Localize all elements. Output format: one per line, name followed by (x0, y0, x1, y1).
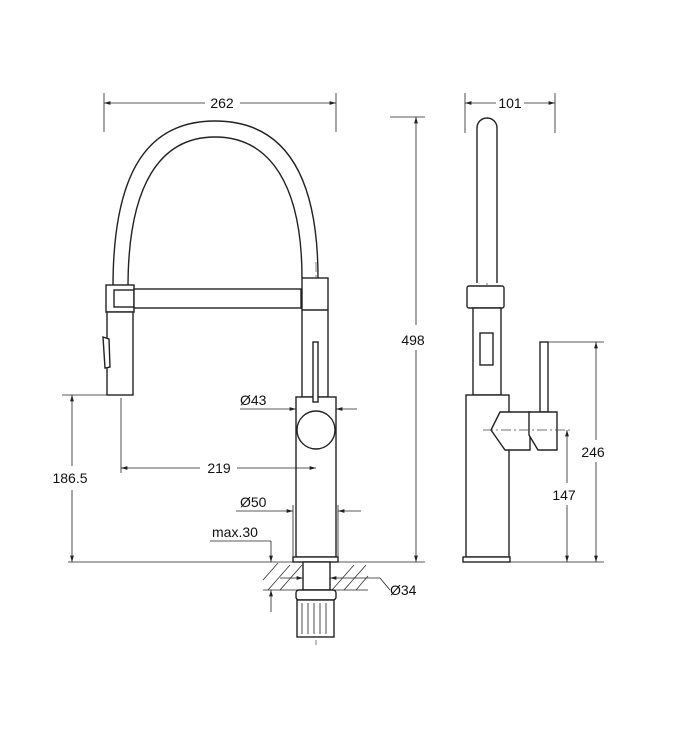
faucet-body (292, 277, 339, 563)
side-spout-tube (476, 117, 498, 283)
side-window (479, 332, 494, 366)
dimension-label: 219 (207, 460, 231, 476)
dimension-label: 246 (581, 444, 605, 460)
dimension-diameter-50: Ø50 (236, 494, 361, 557)
dimension-186-5: 186.5 (52, 394, 107, 562)
dimension-label: Ø50 (240, 494, 267, 510)
dimension-498: 498 (368, 116, 425, 563)
dimension-label: Ø43 (240, 392, 267, 408)
side-collar (466, 285, 505, 309)
dimension-262: 262 (103, 93, 337, 132)
dimension-label: Ø34 (390, 582, 417, 598)
dimension-147: 147 (552, 430, 576, 562)
spray-head (102, 284, 302, 396)
side-view: 101 246 147 (462, 93, 605, 563)
dimension-label: 262 (210, 95, 234, 111)
dimension-219: 219 (120, 398, 316, 476)
spray-trigger (102, 336, 111, 369)
dimension-label: 498 (401, 332, 425, 348)
front-view: 262 498 186.5 219 Ø43 (52, 93, 425, 645)
dimension-diameter-34: Ø34 (280, 576, 417, 598)
base-flange (292, 556, 339, 563)
side-lever-connector (490, 411, 531, 451)
dimension-max-30: max.30 (210, 524, 273, 612)
shank (302, 561, 331, 591)
dimension-label: max.30 (212, 524, 258, 540)
spout-bar (133, 288, 302, 309)
dimension-diameter-43: Ø43 (240, 392, 357, 411)
side-lever-block (528, 411, 558, 451)
hose-arc (112, 120, 319, 288)
dimension-label: 101 (498, 95, 522, 111)
dimension-label: 186.5 (52, 470, 87, 486)
threaded-connector (296, 599, 335, 638)
lever (312, 341, 319, 403)
lever-hub (296, 410, 336, 450)
countertop (68, 561, 369, 638)
dimension-101: 101 (464, 93, 556, 133)
mounting-nut (295, 589, 337, 601)
dimension-label: 147 (552, 487, 576, 503)
side-lever (539, 341, 549, 413)
dimension-246: 246 (510, 341, 605, 563)
